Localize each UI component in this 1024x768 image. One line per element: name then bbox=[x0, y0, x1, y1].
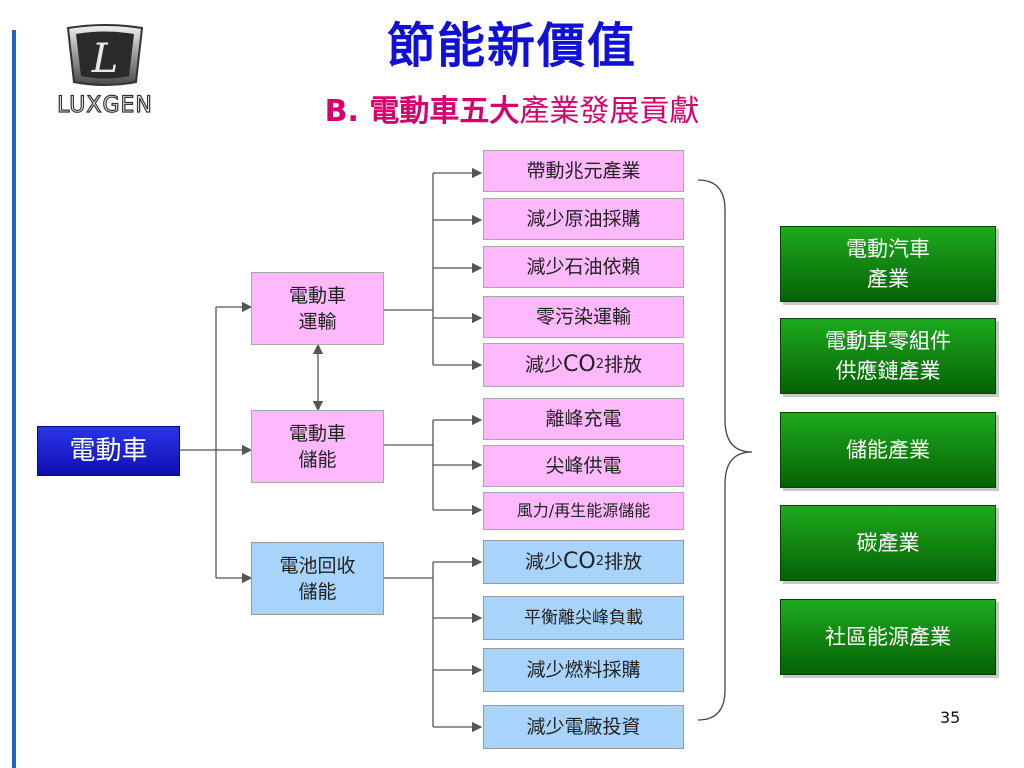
effect-node: 減少燃料採購 bbox=[483, 648, 684, 692]
root-node-electric-vehicle: 電動車 bbox=[37, 426, 180, 476]
industry-line1: 社區能源產業 bbox=[825, 625, 951, 649]
industry-line1: 電動車零組件 bbox=[825, 329, 951, 353]
category-battery-recycle: 電池回收儲能 bbox=[251, 542, 384, 615]
industry-energy-storage: 儲能產業 bbox=[780, 412, 996, 488]
co2-subscript: 2 bbox=[595, 554, 604, 569]
page-number: 35 bbox=[940, 708, 961, 727]
co2-prefix: 減少 bbox=[525, 354, 564, 376]
luxgen-logo: L LUXGEN bbox=[30, 22, 180, 122]
slide-subtitle: B. 電動車五大產業發展貢獻 bbox=[0, 86, 1024, 130]
effect-node: 尖峰供電 bbox=[483, 445, 684, 487]
industry-line1: 電動汽車 bbox=[846, 237, 930, 261]
category-line2: 儲能 bbox=[298, 448, 337, 471]
slide-title: 節能新價值 bbox=[386, 18, 637, 74]
industry-components: 電動車零組件供應鏈產業 bbox=[780, 318, 996, 394]
subtitle-suffix: 產業發展貢獻 bbox=[519, 94, 700, 129]
effect-node: 平衡離尖峰負載 bbox=[483, 596, 684, 640]
category-line1: 電動車 bbox=[288, 422, 346, 445]
left-accent-bar bbox=[12, 30, 16, 768]
category-line2: 運輸 bbox=[298, 310, 337, 333]
category-line2: 儲能 bbox=[298, 580, 337, 603]
industry-ev-vehicle: 電動汽車產業 bbox=[780, 226, 996, 302]
category-ev-storage: 電動車儲能 bbox=[251, 410, 384, 483]
co2-formula: CO bbox=[563, 352, 596, 377]
root-label: 電動車 bbox=[69, 436, 148, 466]
effect-node: 減少石油依賴 bbox=[483, 246, 684, 288]
category-ev-transport: 電動車運輸 bbox=[251, 272, 384, 345]
industry-line2: 供應鏈產業 bbox=[835, 359, 941, 383]
industry-line1: 碳產業 bbox=[856, 531, 920, 555]
svg-text:LUXGEN: LUXGEN bbox=[57, 93, 153, 118]
co2-subscript: 2 bbox=[595, 357, 604, 372]
effect-node: 風力/再生能源儲能 bbox=[483, 492, 684, 530]
category-line1: 電池回收 bbox=[279, 554, 356, 577]
effect-node: 零污染運輸 bbox=[483, 296, 684, 338]
svg-text:L: L bbox=[91, 36, 119, 82]
effect-node: 減少原油採購 bbox=[483, 198, 684, 240]
industry-carbon: 碳產業 bbox=[780, 505, 996, 581]
industry-line2: 產業 bbox=[867, 267, 909, 291]
industry-line1: 儲能產業 bbox=[846, 438, 930, 462]
subtitle-prefix: B. 電動車五大 bbox=[324, 94, 520, 129]
co2-suffix: 排放 bbox=[603, 551, 642, 573]
co2-suffix: 排放 bbox=[603, 354, 642, 376]
co2-prefix: 減少 bbox=[525, 551, 564, 573]
industry-community-energy: 社區能源產業 bbox=[780, 599, 996, 675]
effect-node: 帶動兆元產業 bbox=[483, 150, 684, 192]
co2-formula: CO bbox=[563, 549, 596, 574]
effect-node: 減少電廠投資 bbox=[483, 705, 684, 749]
category-line1: 電動車 bbox=[288, 284, 346, 307]
effect-node: 離峰充電 bbox=[483, 398, 684, 440]
